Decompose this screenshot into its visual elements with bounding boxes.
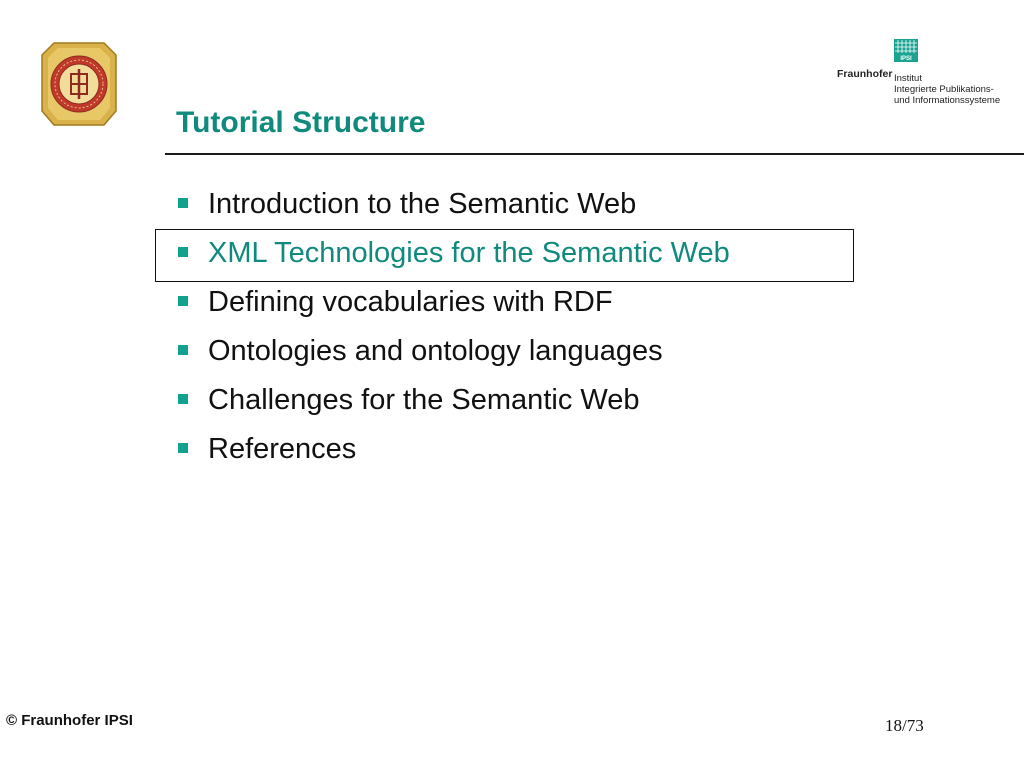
logo-brand: Fraunhofer bbox=[837, 68, 893, 80]
logo-line: Institut bbox=[894, 73, 922, 84]
outline-item-current: XML Technologies for the Semantic Web bbox=[178, 229, 730, 278]
logo-institute-text: Institut Integrierte Publikations- und I… bbox=[894, 73, 1000, 106]
square-bullet-icon bbox=[178, 197, 188, 208]
logo-line: und Informationssysteme bbox=[894, 95, 1001, 106]
outline-item: References bbox=[178, 425, 730, 474]
square-bullet-icon bbox=[178, 393, 188, 404]
outline-item: Challenges for the Semantic Web bbox=[178, 376, 730, 425]
outline-item: Ontologies and ontology languages bbox=[178, 327, 730, 376]
page-number: 18/73 bbox=[885, 716, 924, 735]
outline-item: Introduction to the Semantic Web bbox=[178, 180, 730, 229]
square-bullet-icon bbox=[178, 344, 188, 355]
outline-item-text: XML Technologies for the Semantic Web bbox=[208, 237, 730, 269]
footer-copyright: © Fraunhofer IPSI bbox=[6, 712, 133, 729]
title-divider bbox=[165, 153, 1024, 155]
outline-item: Defining vocabularies with RDF bbox=[178, 278, 730, 327]
square-bullet-icon bbox=[178, 442, 188, 453]
outline-item-text: References bbox=[208, 433, 357, 465]
fraunhofer-logo-icon: IPSI bbox=[894, 39, 918, 62]
square-bullet-icon bbox=[178, 246, 188, 257]
outline-item-text: Introduction to the Semantic Web bbox=[208, 188, 637, 220]
logo-line: Integrierte Publikations- bbox=[894, 84, 994, 95]
outline-item-text: Challenges for the Semantic Web bbox=[208, 384, 640, 416]
slide-title: Tutorial Structure bbox=[176, 106, 426, 139]
university-seal-icon bbox=[41, 42, 117, 126]
square-bullet-icon bbox=[178, 295, 188, 306]
logo-mark-label: IPSI bbox=[900, 56, 912, 62]
current-section-highlight bbox=[155, 229, 854, 282]
outline-item-text: Defining vocabularies with RDF bbox=[208, 286, 613, 318]
outline-list: Introduction to the Semantic Web XML Tec… bbox=[178, 180, 730, 474]
outline-item-text: Ontologies and ontology languages bbox=[208, 335, 663, 367]
